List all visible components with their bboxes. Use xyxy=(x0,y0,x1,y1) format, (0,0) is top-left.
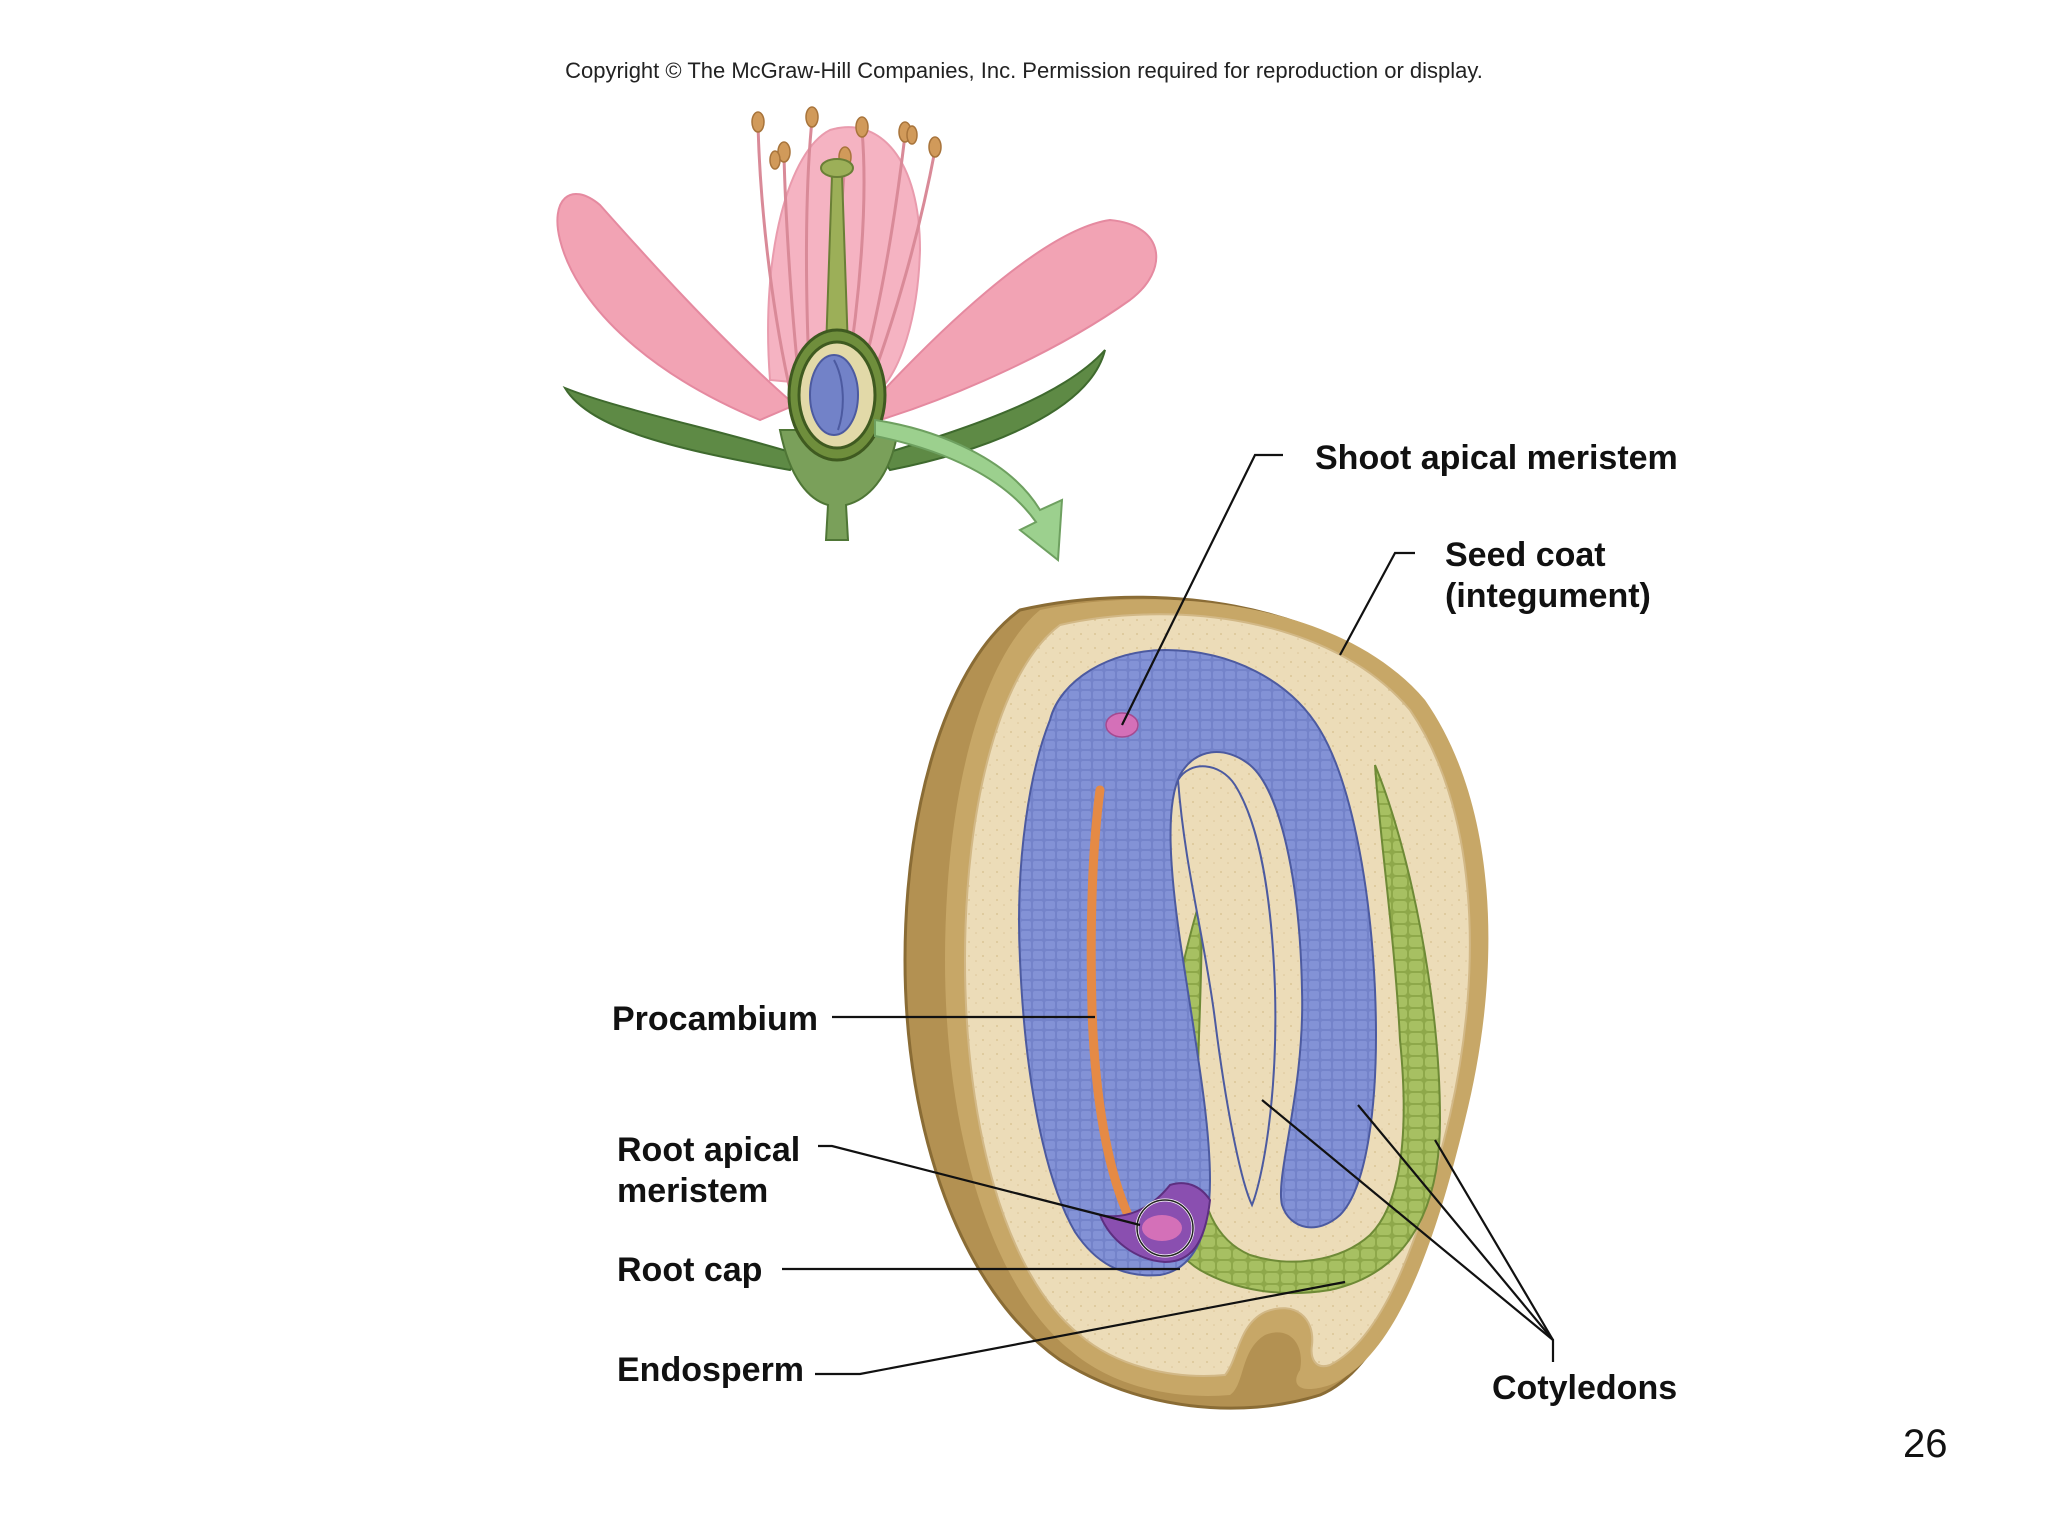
label-root-apical-meristem-line2: meristem xyxy=(617,1172,769,1210)
leader-lines xyxy=(782,453,1555,1376)
flower-left-petal xyxy=(556,193,797,422)
leader-endosperm xyxy=(815,1280,1346,1376)
flower-to-seed-arrow xyxy=(874,418,1064,562)
page-number: 26 xyxy=(1903,1422,1948,1466)
flower-receptacle xyxy=(778,429,900,541)
leader-root-apical-meristem xyxy=(818,1144,1141,1227)
seed-illustration xyxy=(903,595,1489,1410)
label-shoot-apical-meristem: Shoot apical meristem xyxy=(1315,439,1678,477)
flower-stigma xyxy=(820,158,854,178)
label-seed-coat-line2: (integument) xyxy=(1445,577,1651,615)
label-endosperm: Endosperm xyxy=(617,1351,805,1389)
cotyledon-gap xyxy=(1176,765,1277,1208)
embryo-axis xyxy=(1018,648,1377,1277)
leader-shoot-apical-meristem xyxy=(1121,453,1283,726)
flower-ovule-embryo xyxy=(809,354,859,436)
flower-anthers xyxy=(751,106,942,170)
root-apical-meristem xyxy=(1142,1215,1182,1241)
procambium-strand xyxy=(1086,785,1133,1220)
leader-seed-coat xyxy=(1339,551,1415,656)
flower-illustration xyxy=(556,106,1158,562)
label-root-cap: Root cap xyxy=(617,1251,763,1289)
flower-right-petal xyxy=(868,218,1158,422)
label-cotyledons: Cotyledons xyxy=(1492,1369,1678,1407)
label-seed-coat-line1: Seed coat xyxy=(1445,536,1606,574)
label-procambium: Procambium xyxy=(612,1000,818,1038)
flower-left-sepal xyxy=(562,385,802,472)
label-root-apical-meristem-line1: Root apical xyxy=(617,1131,801,1169)
copyright-notice: Copyright © The McGraw-Hill Companies, I… xyxy=(565,58,1483,83)
